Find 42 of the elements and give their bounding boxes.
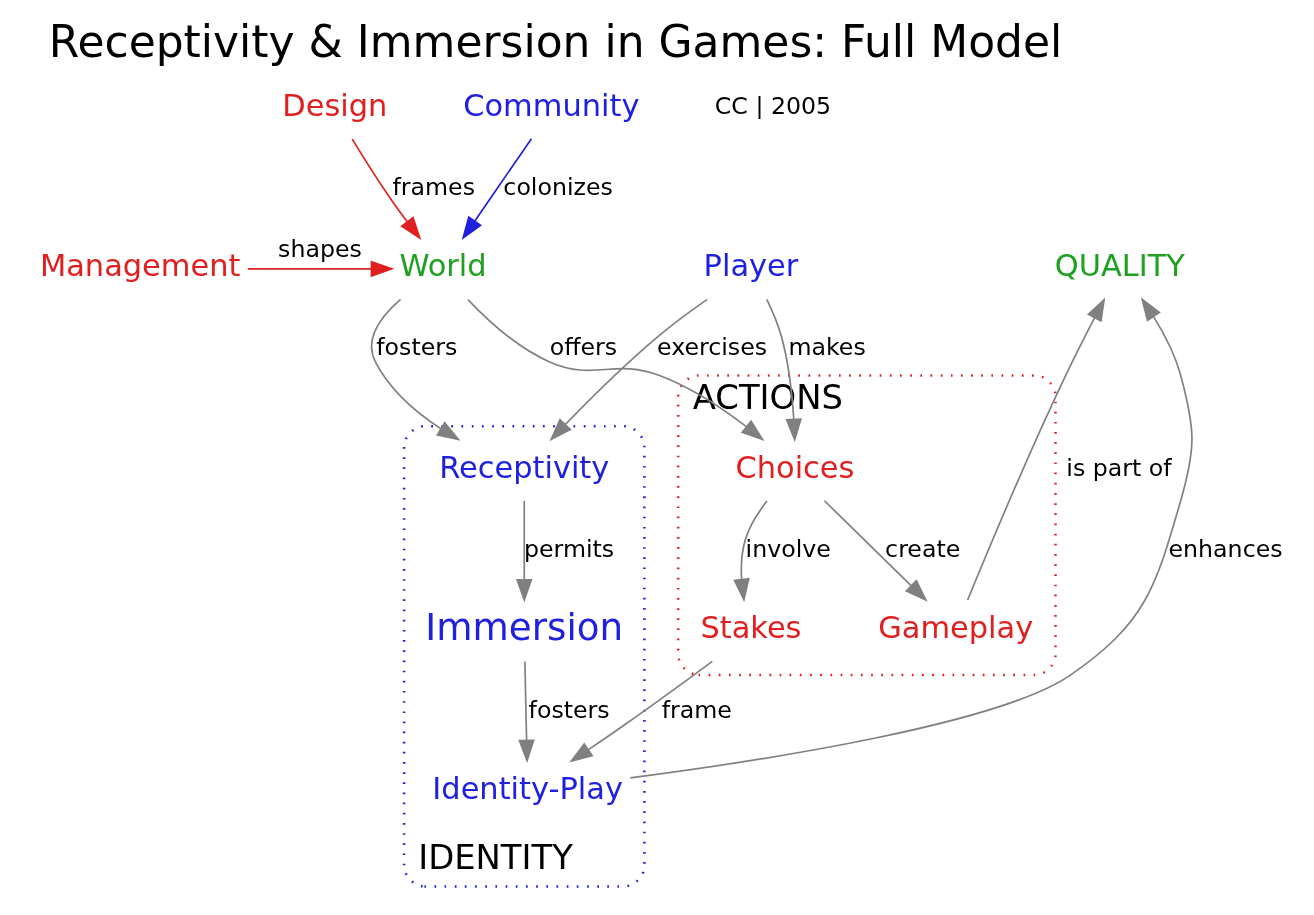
node-text: Receptivity bbox=[438, 449, 609, 485]
arrow bbox=[765, 298, 802, 443]
edge-label: frame bbox=[661, 695, 732, 724]
node-text: Immersion bbox=[424, 605, 623, 650]
edge-label: makes bbox=[787, 333, 866, 362]
node-text: World bbox=[398, 248, 487, 284]
arrow bbox=[548, 298, 708, 442]
node-text: Design bbox=[281, 87, 387, 123]
arrow bbox=[461, 137, 532, 241]
edge-label: enhances bbox=[1168, 534, 1283, 563]
arrow bbox=[246, 260, 394, 278]
arrow bbox=[350, 138, 421, 241]
node-text: Community bbox=[462, 87, 639, 123]
label: CC | 2005 bbox=[714, 92, 831, 121]
node-text: Management bbox=[39, 248, 240, 284]
arrow bbox=[517, 660, 535, 764]
edge-label: permits bbox=[523, 534, 614, 563]
arrow bbox=[568, 660, 713, 763]
edge-label: colonizes bbox=[502, 172, 613, 201]
arrow bbox=[966, 297, 1105, 601]
node-text: QUALITY bbox=[1054, 248, 1185, 284]
node-text: Gameplay bbox=[877, 610, 1033, 646]
edge-label: exercises bbox=[656, 333, 767, 362]
node-text: Choices bbox=[734, 449, 854, 485]
arrow bbox=[515, 499, 533, 603]
arrow bbox=[466, 298, 764, 442]
edge-label: is part of bbox=[1065, 454, 1172, 483]
arrow bbox=[628, 297, 1193, 779]
edge-label: involve bbox=[745, 534, 831, 563]
edge-label: shapes bbox=[277, 235, 362, 264]
edge-label: create bbox=[884, 534, 960, 563]
arrow bbox=[732, 500, 768, 603]
diagram-title: Receptivity & Immersion in Games: Full Model bbox=[48, 16, 1062, 68]
arrow bbox=[370, 298, 461, 441]
edge-label: fosters bbox=[375, 333, 457, 362]
edge-label: offers bbox=[549, 333, 617, 362]
edge-label: frames bbox=[391, 172, 475, 201]
arrow bbox=[823, 499, 928, 602]
edge-label: fosters bbox=[528, 695, 610, 724]
node-text: Stakes bbox=[699, 610, 801, 646]
node-text: Identity-Play bbox=[431, 771, 623, 807]
node-text: Player bbox=[703, 248, 798, 284]
